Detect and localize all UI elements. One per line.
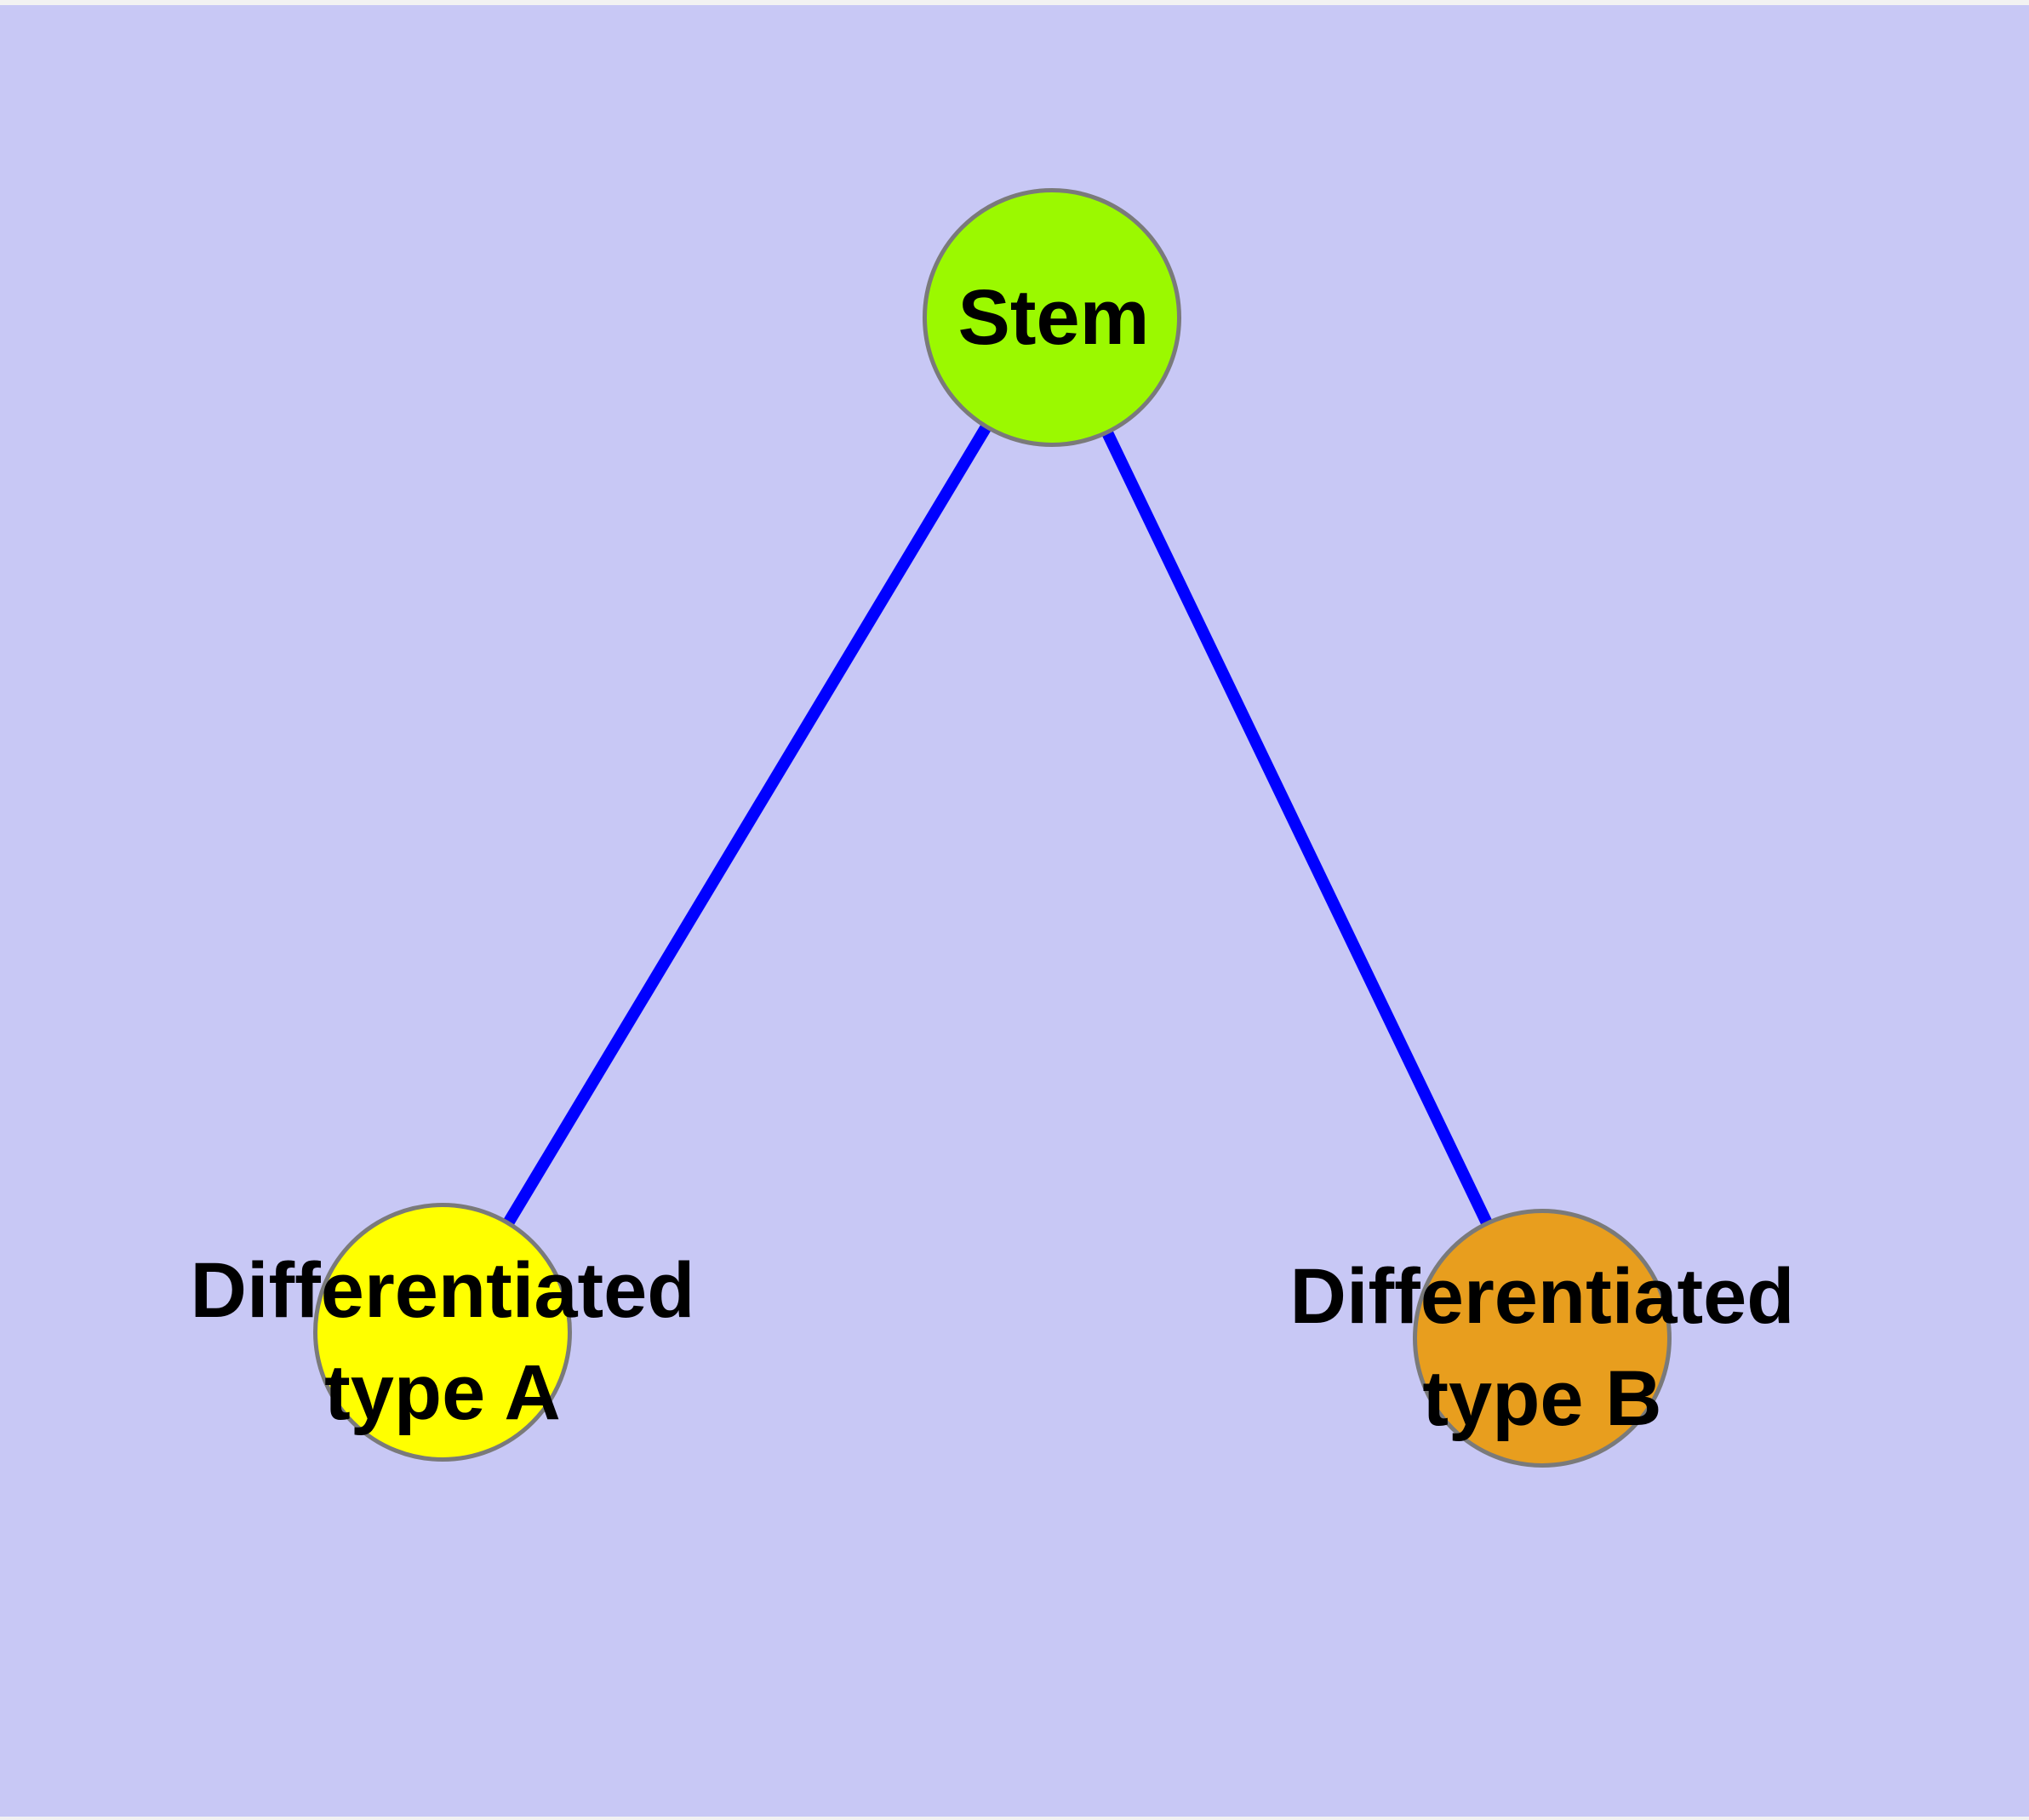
node-type-b-label-line1: Differentiated <box>1289 1253 1795 1340</box>
edge-stem-to-type-a <box>437 314 1058 1336</box>
node-differentiated-type-a <box>313 1203 572 1462</box>
node-differentiated-type-b <box>1413 1209 1672 1468</box>
node-type-b-label-line2: type B <box>1422 1355 1662 1442</box>
diagram-canvas: Stem Differentiated type A Differentiate… <box>0 5 2029 1817</box>
node-type-a-label: Differentiated type A <box>191 1239 695 1444</box>
node-type-a-label-line2: type A <box>324 1349 561 1436</box>
node-type-a-label-line1: Differentiated <box>190 1247 695 1334</box>
edges-layer <box>437 314 1548 1342</box>
edge-stem-to-type-b <box>1046 314 1548 1342</box>
node-stem-label: Stem <box>957 274 1150 361</box>
node-stem <box>923 188 1181 447</box>
node-type-b-label: Differentiated type B <box>1290 1245 1795 1450</box>
